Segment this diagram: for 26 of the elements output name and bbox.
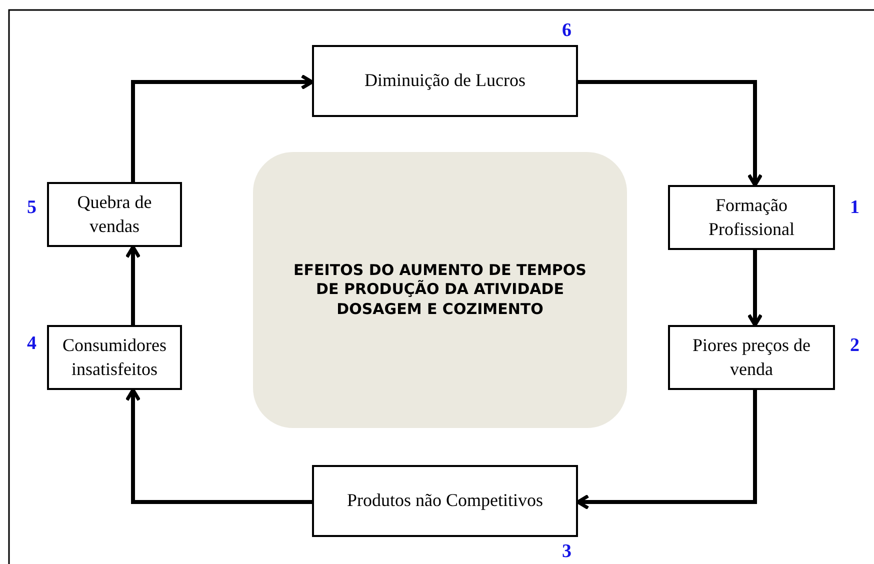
step-number: 1 bbox=[850, 197, 860, 219]
arrow bbox=[125, 388, 312, 504]
step-number: 6 bbox=[562, 20, 572, 42]
arrow bbox=[578, 80, 763, 187]
box-label: Formação Profissional bbox=[707, 194, 796, 240]
process-box bbox=[47, 182, 182, 247]
box-label: Produtos não Competitivos bbox=[346, 489, 543, 512]
process-box bbox=[47, 325, 182, 390]
process-box bbox=[668, 185, 835, 250]
box-label: Quebra de vendas bbox=[76, 191, 153, 238]
arrow bbox=[576, 390, 757, 510]
step-number: 3 bbox=[562, 541, 572, 563]
arrow bbox=[125, 245, 141, 325]
title-panel bbox=[253, 152, 627, 428]
step-number: 4 bbox=[27, 333, 36, 355]
arrow bbox=[131, 74, 314, 182]
process-box bbox=[312, 465, 578, 537]
box-label: Diminuição de Lucros bbox=[364, 69, 526, 92]
step-number: 2 bbox=[850, 335, 860, 357]
arrow bbox=[747, 250, 763, 327]
panel-title: EFEITOS DO AUMENTO DE TEMPOS DE PRODUÇÃO DA ATIVIDADE DOSAGEM E COZIMENTO bbox=[293, 260, 587, 320]
box-label: Consumidores insatisfeitos bbox=[61, 334, 168, 380]
box-label: Piores preços de venda bbox=[692, 334, 812, 380]
step-number: 5 bbox=[27, 197, 36, 219]
process-box bbox=[668, 325, 835, 390]
process-box bbox=[312, 45, 578, 117]
